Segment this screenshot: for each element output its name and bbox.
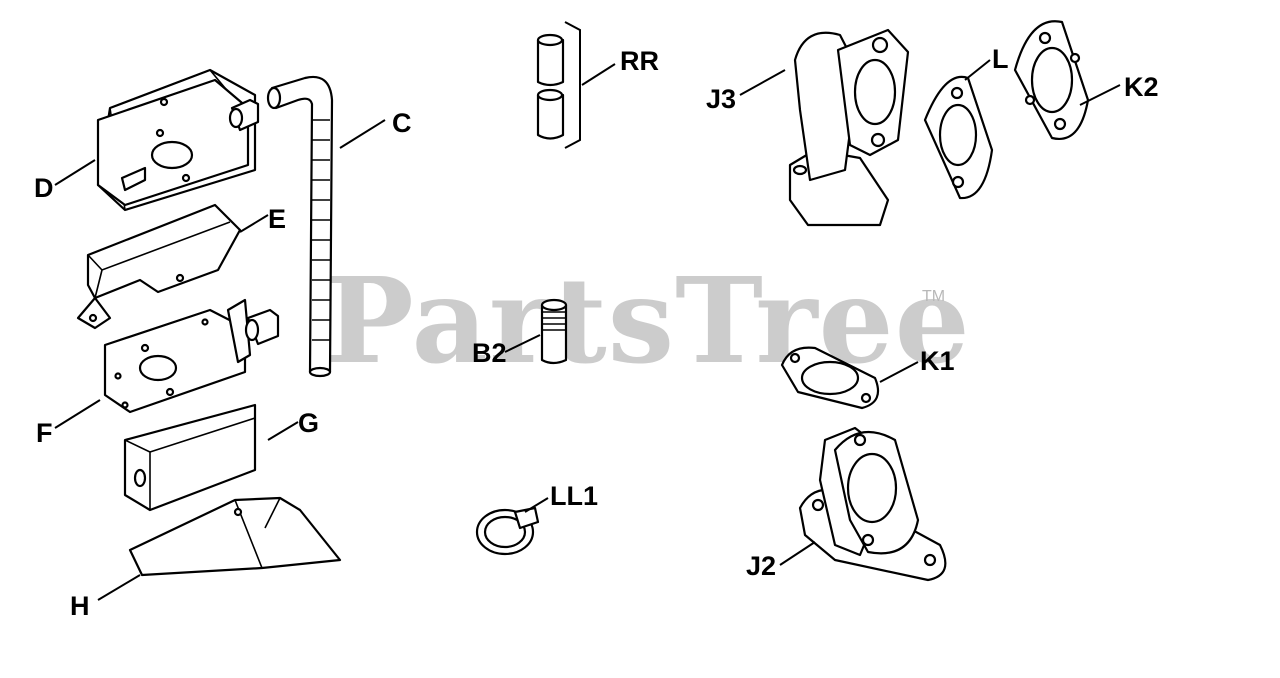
leader-ll1 [524,497,549,513]
label-k2: K2 [1124,72,1159,102]
label-rr: RR [620,46,659,76]
part-f-mounting-plate[interactable] [103,298,280,414]
leader-k2 [1079,84,1121,106]
label-l: L [992,44,1009,74]
part-j2-elbow[interactable] [798,426,947,582]
label-j2: J2 [746,551,776,581]
part-k2-gasket[interactable] [1013,20,1090,141]
label-b2: B2 [472,338,507,368]
leader-j2 [779,541,816,566]
leader-j3 [739,69,786,96]
part-g-lower-shield[interactable] [123,403,257,512]
leader-g [267,421,299,441]
trademark-mark: TM [922,288,946,305]
leader-c [339,119,386,149]
leader-e [239,214,269,233]
leader-k1 [879,361,919,383]
part-h-deflector[interactable] [128,496,342,577]
label-k1: K1 [920,346,955,376]
label-h: H [70,591,90,621]
part-k1-gasket[interactable] [780,346,880,410]
watermark-text: PartsTree [325,251,971,390]
label-g: G [298,408,319,438]
label-j3: J3 [706,84,736,114]
part-d-muffler-box[interactable] [96,68,260,212]
part-l-gasket[interactable] [923,75,994,200]
part-c-flex-pipe[interactable] [266,75,334,378]
label-ll1: LL1 [550,481,598,511]
leader-rr [581,63,616,86]
part-rr-tube-set[interactable] [536,21,581,149]
leader-l [964,59,991,81]
leader-h [97,574,141,601]
part-ll1-hose-clamp[interactable] [475,506,540,556]
label-e: E [268,204,286,234]
label-f: F [36,418,53,448]
leader-f [54,399,101,429]
leader-d [54,159,96,186]
part-e-heat-shield[interactable] [76,203,242,330]
part-b2-nipple[interactable] [540,298,568,365]
part-j3-elbow[interactable] [788,28,910,227]
label-d: D [34,173,54,203]
leader-b2 [504,334,541,353]
label-c: C [392,108,412,138]
